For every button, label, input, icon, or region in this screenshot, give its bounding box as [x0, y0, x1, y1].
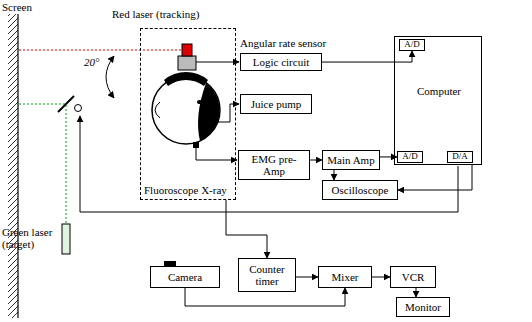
node-text: Logic circuit — [253, 56, 310, 68]
signal-arrow — [398, 165, 472, 190]
node-text: Computer — [417, 85, 461, 97]
node-text: Juice pump — [251, 98, 301, 110]
process-box: Counter timer — [238, 258, 296, 292]
node-text: Oscilloscope — [332, 184, 389, 196]
red-laser-beam — [19, 50, 182, 51]
screen-hatching — [8, 14, 18, 318]
screen-label: Screen — [2, 1, 32, 13]
signal-arrow — [416, 288, 417, 297]
node-text: Counter timer — [242, 263, 292, 287]
process-box: EMG pre-Amp — [238, 150, 310, 180]
node-text: Fluoroscope X-ray — [144, 184, 227, 196]
node-text: A/D — [402, 152, 418, 162]
node-text: D/A — [452, 152, 468, 162]
part-label: Green laser (target) — [2, 226, 58, 250]
galvo-axis — [75, 105, 82, 112]
device-box: Monitor — [396, 297, 450, 317]
screen-line — [17, 14, 18, 318]
green-laser — [62, 224, 70, 254]
node-text: Mixer — [332, 271, 359, 283]
process-box: Oscilloscope — [322, 180, 398, 200]
eye — [197, 100, 203, 104]
emg-electrode — [193, 142, 199, 148]
computer-box: ComputerA/DA/DD/A — [394, 36, 482, 165]
converter-box: A/D — [397, 151, 423, 163]
red-laser — [182, 44, 192, 56]
part-label: Red laser (tracking) — [112, 8, 199, 20]
emg-wire — [196, 148, 237, 160]
process-box: Juice pump — [240, 94, 312, 114]
head-cap — [164, 72, 208, 86]
converter-box: A/D — [399, 39, 425, 51]
head-shade — [198, 83, 220, 141]
angle-label: 20° — [84, 56, 99, 68]
sensor-wire — [196, 62, 239, 63]
node-text: Camera — [168, 271, 202, 283]
part-label: Angular rate sensor — [240, 37, 326, 49]
signal-arrow — [310, 160, 322, 161]
process-box: Logic circuit — [240, 53, 322, 71]
green-laser-beam — [19, 104, 66, 224]
node-text: A/D — [404, 40, 420, 50]
node-text: EMG pre-Amp — [242, 153, 306, 177]
mouth — [208, 122, 218, 124]
signal-arrow — [334, 170, 335, 180]
node-text: Monitor — [405, 301, 441, 313]
signal-arrow — [296, 277, 318, 278]
angular-rate-sensor — [178, 56, 196, 70]
signal-arrow — [322, 51, 412, 62]
mirror — [58, 96, 74, 112]
device-box: VCR — [390, 266, 436, 288]
monkey-head — [152, 76, 220, 144]
node-text: Main Amp — [327, 154, 374, 166]
signal-arrow — [226, 200, 267, 258]
process-box: Main Amp — [322, 150, 380, 170]
rotation-arc — [106, 56, 114, 98]
device-box: Camera — [150, 266, 220, 288]
node-text: VCR — [402, 271, 425, 283]
converter-box: D/A — [447, 151, 473, 163]
fluoroscope-region: Fluoroscope X-ray — [140, 28, 236, 200]
signal-arrow — [372, 277, 390, 278]
mirror-drive-wire — [80, 116, 458, 212]
ear — [155, 102, 160, 118]
process-box: Mixer — [318, 266, 372, 288]
